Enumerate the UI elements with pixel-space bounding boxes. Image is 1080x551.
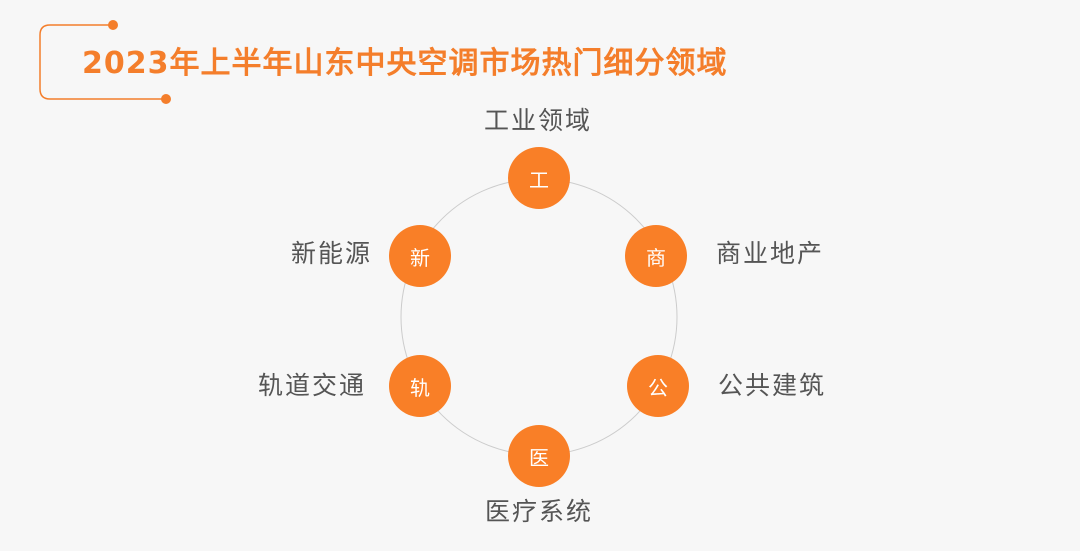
node-rail: 轨 bbox=[389, 355, 451, 417]
node-industrial: 工 bbox=[508, 147, 570, 209]
label-industrial: 工业领域 bbox=[483, 106, 593, 135]
title-bracket bbox=[39, 24, 166, 100]
label-medical: 医疗系统 bbox=[484, 497, 594, 526]
label-rail: 轨道交通 bbox=[257, 371, 366, 400]
label-public: 公共建筑 bbox=[718, 371, 827, 400]
node-public: 公 bbox=[627, 355, 689, 417]
label-commercial: 商业地产 bbox=[716, 239, 825, 268]
bracket-dot-bottom bbox=[161, 94, 171, 104]
bracket-dot-top bbox=[108, 20, 118, 30]
ring bbox=[400, 178, 678, 456]
node-medical: 医 bbox=[508, 425, 570, 487]
page-title: 2023年上半年山东中央空调市场热门细分领域 bbox=[82, 46, 728, 81]
label-new-energy: 新能源 bbox=[290, 239, 372, 268]
node-commercial: 商 bbox=[625, 225, 687, 287]
node-new-energy: 新 bbox=[389, 225, 451, 287]
